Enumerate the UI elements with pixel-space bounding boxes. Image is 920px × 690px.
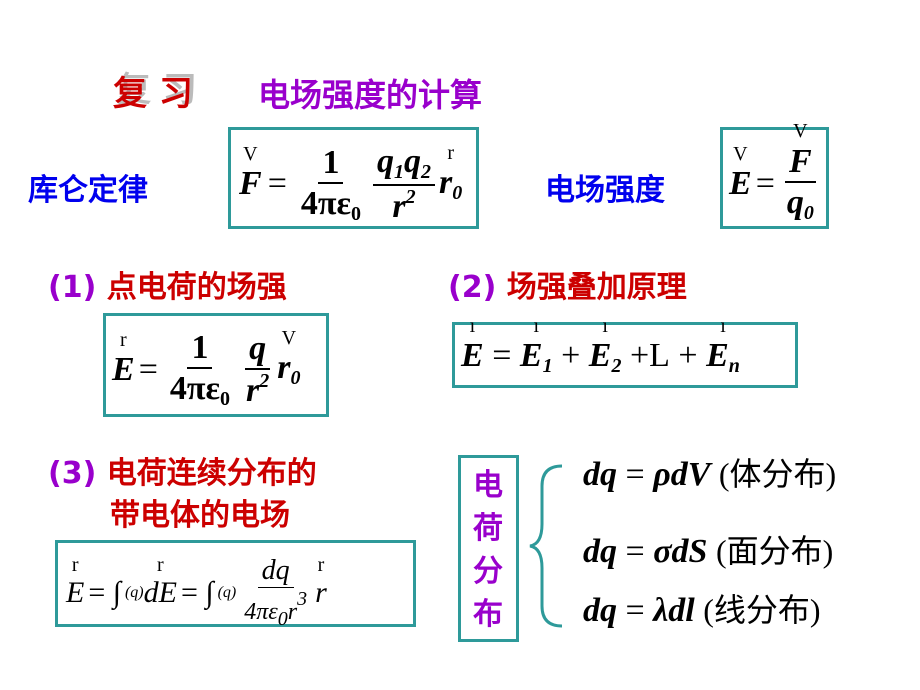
numerator: 1 — [318, 143, 344, 184]
denominator: r2 — [392, 186, 416, 225]
denominator: 4πε0 — [300, 184, 362, 225]
continuous-heading-line2: 带电体的电场 — [110, 498, 290, 533]
numerator: F — [785, 120, 816, 184]
superposition-formula-box: E = E1 + E2 +L + En — [452, 315, 798, 388]
field-symbol: E — [729, 143, 752, 203]
volume-distribution-row: dq = ρdV (体分布) — [583, 456, 837, 493]
line-distribution-row: dq = λdl (线分布) — [583, 592, 821, 629]
field-formula-box: E = Fq0 — [720, 120, 829, 229]
charge-distribution-box: 电荷分布 — [458, 455, 519, 642]
continuous-heading: (3) 电荷连续分布的 — [48, 456, 317, 491]
surface-distribution-row: dq = σdS (面分布) — [583, 533, 834, 570]
curly-brace-icon — [529, 464, 563, 628]
topic-title: 电场强度的计算 — [258, 76, 483, 114]
superposition-heading: (2) 场强叠加原理 — [448, 270, 687, 305]
coulomb-label: 库仑定律 — [28, 173, 148, 208]
point-charge-heading: (1) 点电荷的场强 — [48, 270, 287, 305]
field-symbol: E — [112, 329, 135, 389]
charge-distribution-label: 电荷分布 — [473, 468, 503, 632]
denominator: q0 — [786, 184, 814, 225]
field-formula: E = Fq0 — [729, 120, 822, 225]
unit-vector: r0 — [439, 142, 462, 205]
field-label: 电场强度 — [545, 173, 665, 208]
numerator: q1q2 — [373, 142, 436, 186]
unit-vector: r0 — [277, 327, 300, 390]
force-symbol: F — [239, 143, 262, 203]
equals: = — [138, 350, 158, 388]
equals: = — [267, 165, 287, 203]
equals: = — [755, 164, 775, 202]
review-heading: 复 习 — [113, 74, 193, 114]
field-fraction: Fq0 — [783, 120, 818, 225]
superposition-formula: E = E1 + E2 +L + En — [461, 315, 740, 378]
